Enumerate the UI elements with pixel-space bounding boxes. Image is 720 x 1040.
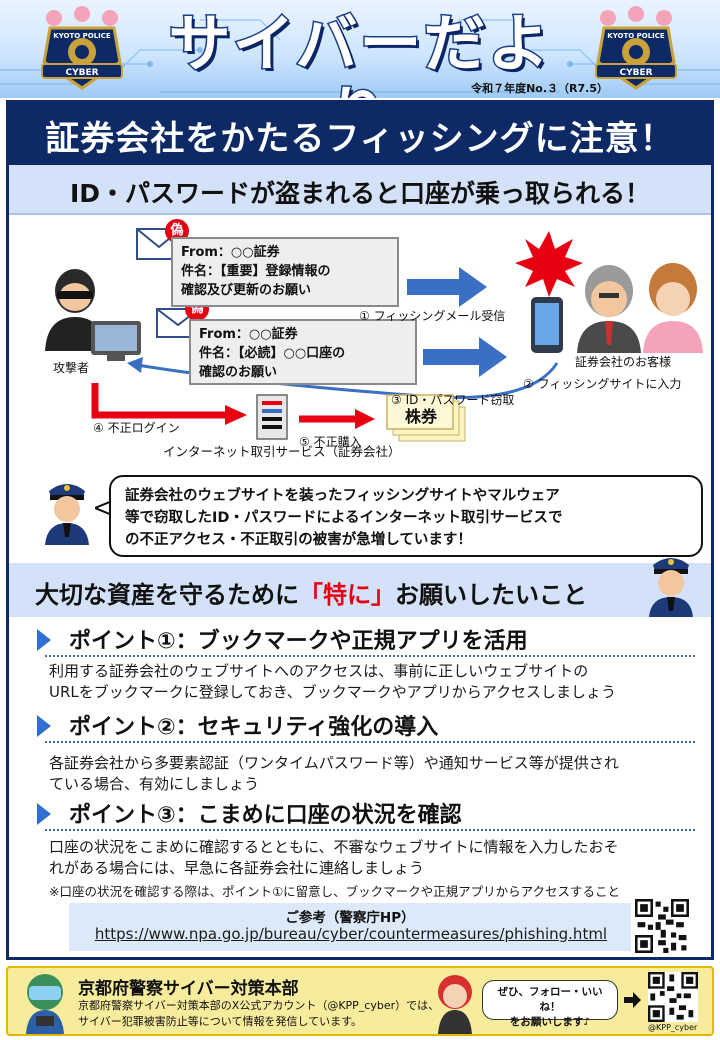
main-frame: 証券会社をかたるフィッシングに注意！ ID・パスワードが盗まれると口座が乗っ取ら… [6,100,714,960]
request-suffix: お願いしたいこと [395,581,587,609]
attacker-icon [45,269,141,361]
smartphone-icon [531,297,563,353]
x-account-handle: @KPP_cyber [648,1023,698,1032]
kyoto-police-cyber-badge-left: KYOTO POLICE CYBER [41,6,123,90]
mail1-subject-line2: 確認及び更新のお願い [181,283,312,298]
blue-arrow-2 [423,337,507,377]
kyoto-police-cyber-badge-right: KYOTO POLICE CYBER [595,6,677,90]
page-title: サイバーだより [167,6,552,98]
cyber-mascot-icon [26,974,64,1034]
point-2-title: ポイント②：セキュリティ強化の導入 [37,709,438,741]
reference-box: ご参考（警察庁HP） https://www.npa.go.jp/bureau/… [69,903,631,951]
badge-text-top: KYOTO POLICE [53,32,111,40]
triangle-bullet-icon [37,629,51,651]
x-account-qr-code[interactable] [648,972,698,1022]
mascot-girl-icon [438,975,472,1034]
fake-mark-badge-1: 偽 [165,219,189,243]
reference-title: ご参考（警察庁HP） [285,910,415,926]
point-1-body-line1: 利用する証券会社のウェブサイトへのアクセスは、事前に正しいウェブサイトの [49,662,589,680]
footer-body-line2: サイバー犯罪被害防止等について情報を発信しています。 [78,1015,363,1028]
point-3-divider [45,829,695,831]
title-wrap: サイバーだより [140,6,580,98]
subheadline-bar: ID・パスワードが盗まれると口座が乗っ取られる！ [9,165,711,215]
follow-bubble-line2: をお願いします♪ [509,1016,591,1028]
step1-label: ① フィッシングメール受信 [359,309,506,323]
reference-url-link[interactable]: https://www.npa.go.jp/bureau/cyber/count… [94,925,608,943]
step2-label: ② フィッシングサイトに入力 [523,377,682,391]
speech-line-3: の不正アクセス・不正取引の被害が急増しています！ [125,532,472,548]
follow-bubble-line1: ぜひ、フォロー・いいね！ [497,986,603,1013]
point-note: ※口座の状況を確認する際は、ポイント①に留意し、ブックマークや正規アプリからアク… [49,884,621,899]
subheadline: ID・パスワードが盗まれると口座が乗っ取られる！ [69,179,651,208]
point-3-body-line1: 口座の状況をこまめに確認するとともに、不審なウェブサイトに情報を入力したおそ [49,838,619,856]
trading-service-icon [256,394,288,440]
headline-bar: 証券会社をかたるフィッシングに注意！ [9,103,711,165]
request-heading: 大切な資産を守るために「特に」お願いしたいこと [35,575,587,610]
customers-label: 証券会社のお客様 [575,355,672,369]
customer-woman-icon [643,263,703,353]
stock-label: 株券 [405,407,438,426]
police-officer-icon [45,484,89,545]
request-prefix: 大切な資産を守るために [35,581,299,609]
header: KYOTO POLICE CYBER サイバーだより KYOTO POLICE … [0,0,720,98]
right-arrow-icon [624,992,641,1008]
stock-certificate-icon [386,394,466,442]
point-1-body-line2: URLをブックマークに登録しておき、ブックマークやアプリからアクセスしましょう [49,683,617,701]
police-officer-icon [649,558,693,617]
badge-text-bottom: CYBER [619,68,652,78]
attacker-label: 攻撃者 [53,361,90,375]
red-arrowhead-login [225,405,247,425]
follow-bubble: ぜひ、フォロー・いいね！ をお願いします♪ [482,980,618,1028]
step4-label: ④ 不正ログイン [93,421,180,435]
badge-text-top: KYOTO POLICE [607,32,665,40]
point-1-title: ポイント①：ブックマークや正規アプリを活用 [37,623,528,655]
phishing-mail-1: From：○○証券 件名：【重要】登録情報の 確認及び更新のお願い [171,237,399,307]
phishing-diagram: 偽 偽 From：○○証券 件名：【重要】登録情報の 確認及び更新のお願い Fr… [9,217,711,459]
return-arrowhead [127,357,143,373]
red-arrowhead-purchase [355,409,375,429]
point-1-body: 利用する証券会社のウェブサイトへのアクセスは、事前に正しいウェブサイトの URL… [49,661,699,703]
point-2-title-text: ポイント②：セキュリティ強化の導入 [69,715,439,740]
speech-line-2: 等で窃取したID・パスワードによるインターネット取引サービスで [125,510,563,526]
mail2-subject-line2: 確認のお願い [199,365,278,380]
badge-text-bottom: CYBER [65,68,98,78]
mail1-subject-line1: 件名：【重要】登録情報の [181,264,331,279]
point-3-title-text: ポイント③：こまめに口座の状況を確認 [69,803,462,828]
point-1-title-text: ポイント①：ブックマークや正規アプリを活用 [69,629,528,654]
point-2-body-line1: 各証券会社から多要素認証（ワンタイムパスワード等）や通知サービス等が提供され [49,754,619,772]
request-bar: 大切な資産を守るために「特に」お願いしたいこと [9,563,711,617]
service-label: インターネット取引サービス（証券会社） [163,444,401,459]
mail2-from: From：○○証券 [199,327,298,342]
diagram-graphics [45,228,703,442]
point-2-body-line2: ている場合、有効にしましょう [49,775,260,793]
point-1-divider [45,655,695,657]
triangle-bullet-icon [37,715,51,737]
issue-number: 令和７年度No.３（R7.5） [471,82,608,95]
point-3-body-line2: れがある場合には、早急に各証券会社に連絡しましょう [49,859,425,877]
warning-speech-bubble: 証券会社のウェブサイトを装ったフィッシングサイトやマルウェア 等で窃取したID・… [109,475,703,557]
point-2-divider [45,741,695,743]
point-3-title: ポイント③：こまめに口座の状況を確認 [37,797,462,829]
point-3-body: 口座の状況をこまめに確認するとともに、不審なウェブサイトに情報を入力したおそ れ… [49,837,699,879]
footer: 京都府警察サイバー対策本部 京都府警察サイバー対策本部のX公式アカウント（@KP… [6,966,714,1036]
footer-title: 京都府警察サイバー対策本部 [78,979,299,999]
customer-man-icon [577,265,641,353]
step5-label: ⑤ 不正購入 [299,435,362,449]
triangle-bullet-icon [37,803,51,825]
reference-qr-code[interactable] [635,899,689,953]
mail1-from: From：○○証券 [181,245,280,260]
red-arrow-login [91,383,227,419]
step3-label: ③ ID・パスワード窃取 [391,393,515,407]
blue-arrow-1 [407,267,487,307]
footer-body: 京都府警察サイバー対策本部のX公式アカウント（@KPP_cyber）では、 サイ… [78,998,448,1030]
speech-line-1: 証券会社のウェブサイトを装ったフィッシングサイトやマルウェア [125,488,560,504]
mail2-subject-line1: 件名：【必読】○○口座の [199,346,346,361]
phishing-mail-2: From：○○証券 件名：【必読】○○口座の 確認のお願い [189,319,417,385]
headline: 証券会社をかたるフィッシングに注意！ [45,119,675,159]
alert-burst-icon [515,231,583,297]
request-highlight: 「特に」 [299,581,395,609]
point-2-body: 各証券会社から多要素認証（ワンタイムパスワード等）や通知サービス等が提供され て… [49,753,699,795]
footer-body-line1: 京都府警察サイバー対策本部のX公式アカウント（@KPP_cyber）では、 [78,999,440,1012]
